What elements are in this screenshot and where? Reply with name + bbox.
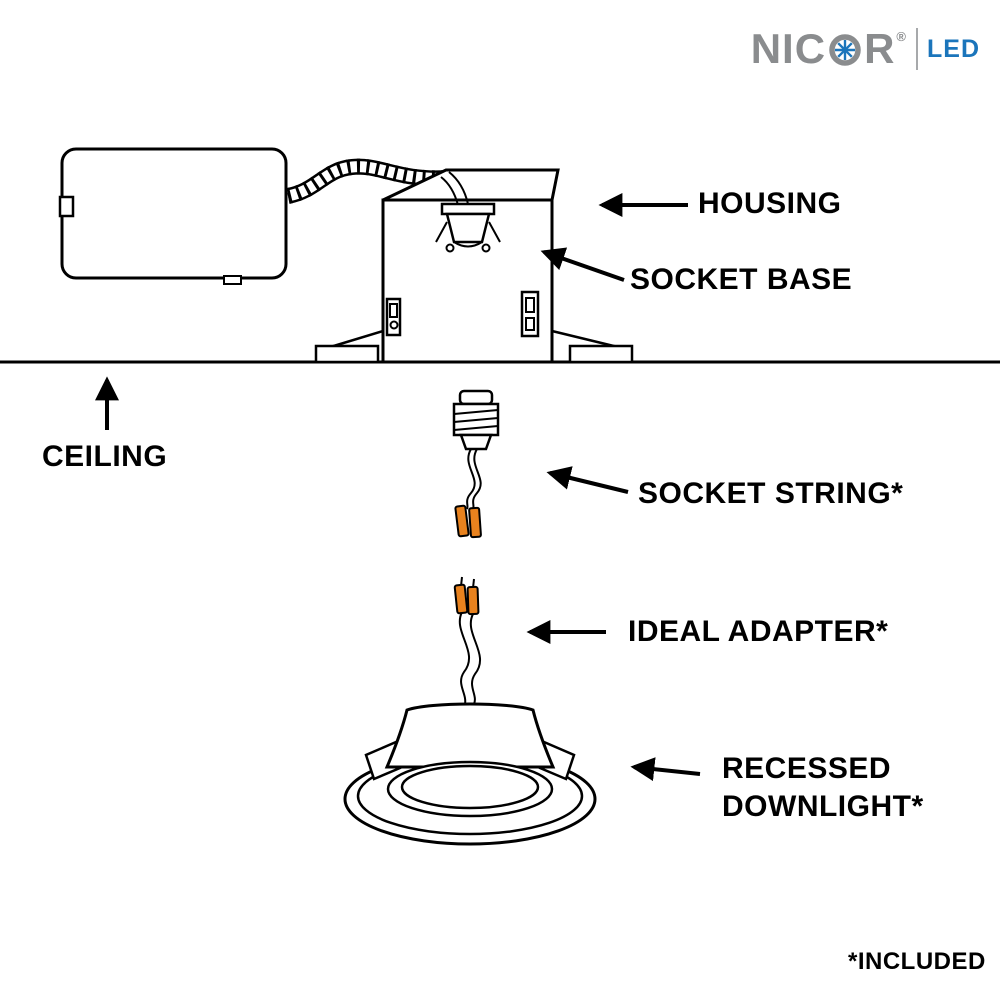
housing-label: HOUSING (698, 187, 842, 220)
brand-wordmark: NIC R ® (751, 28, 907, 70)
recessed-downlight-label-line1: RECESSED (722, 752, 892, 785)
product-line-text: LED (927, 34, 980, 63)
recessed-downlight-label: RECESSED DOWNLIGHT* (722, 750, 924, 826)
logo-divider (916, 28, 918, 70)
recessed-downlight-drawing (343, 702, 597, 846)
housing-latches (385, 290, 540, 338)
ideal-adapter-label: IDEAL ADAPTER* (628, 615, 889, 648)
registered-mark: ® (896, 28, 907, 44)
socket-base-arrow (540, 247, 625, 282)
brand-suffix-text: R (864, 25, 896, 72)
housing-wires (440, 171, 469, 206)
ceiling-label: CEILING (42, 440, 168, 473)
junction-box (58, 147, 288, 285)
flex-conduit-icon (286, 158, 449, 204)
ideal-adapter-drawing (453, 576, 481, 705)
socket-base-drawing (435, 202, 501, 253)
recessed-downlight-arrow (630, 757, 701, 782)
nicor-led-logo: NIC R ® LED (751, 28, 980, 70)
nicor-o-starburst-icon (828, 32, 862, 66)
socket-string-arrow (546, 466, 629, 494)
included-footnote: *INCLUDED (848, 948, 986, 975)
brand-prefix-text: NIC (750, 25, 827, 72)
socket-string-drawing (452, 389, 500, 539)
socket-string-label: SOCKET STRING* (638, 477, 904, 510)
socket-base-label: SOCKET BASE (630, 263, 853, 296)
recessed-downlight-label-line2: DOWNLIGHT* (722, 790, 924, 823)
callout-arrows (95, 193, 701, 782)
